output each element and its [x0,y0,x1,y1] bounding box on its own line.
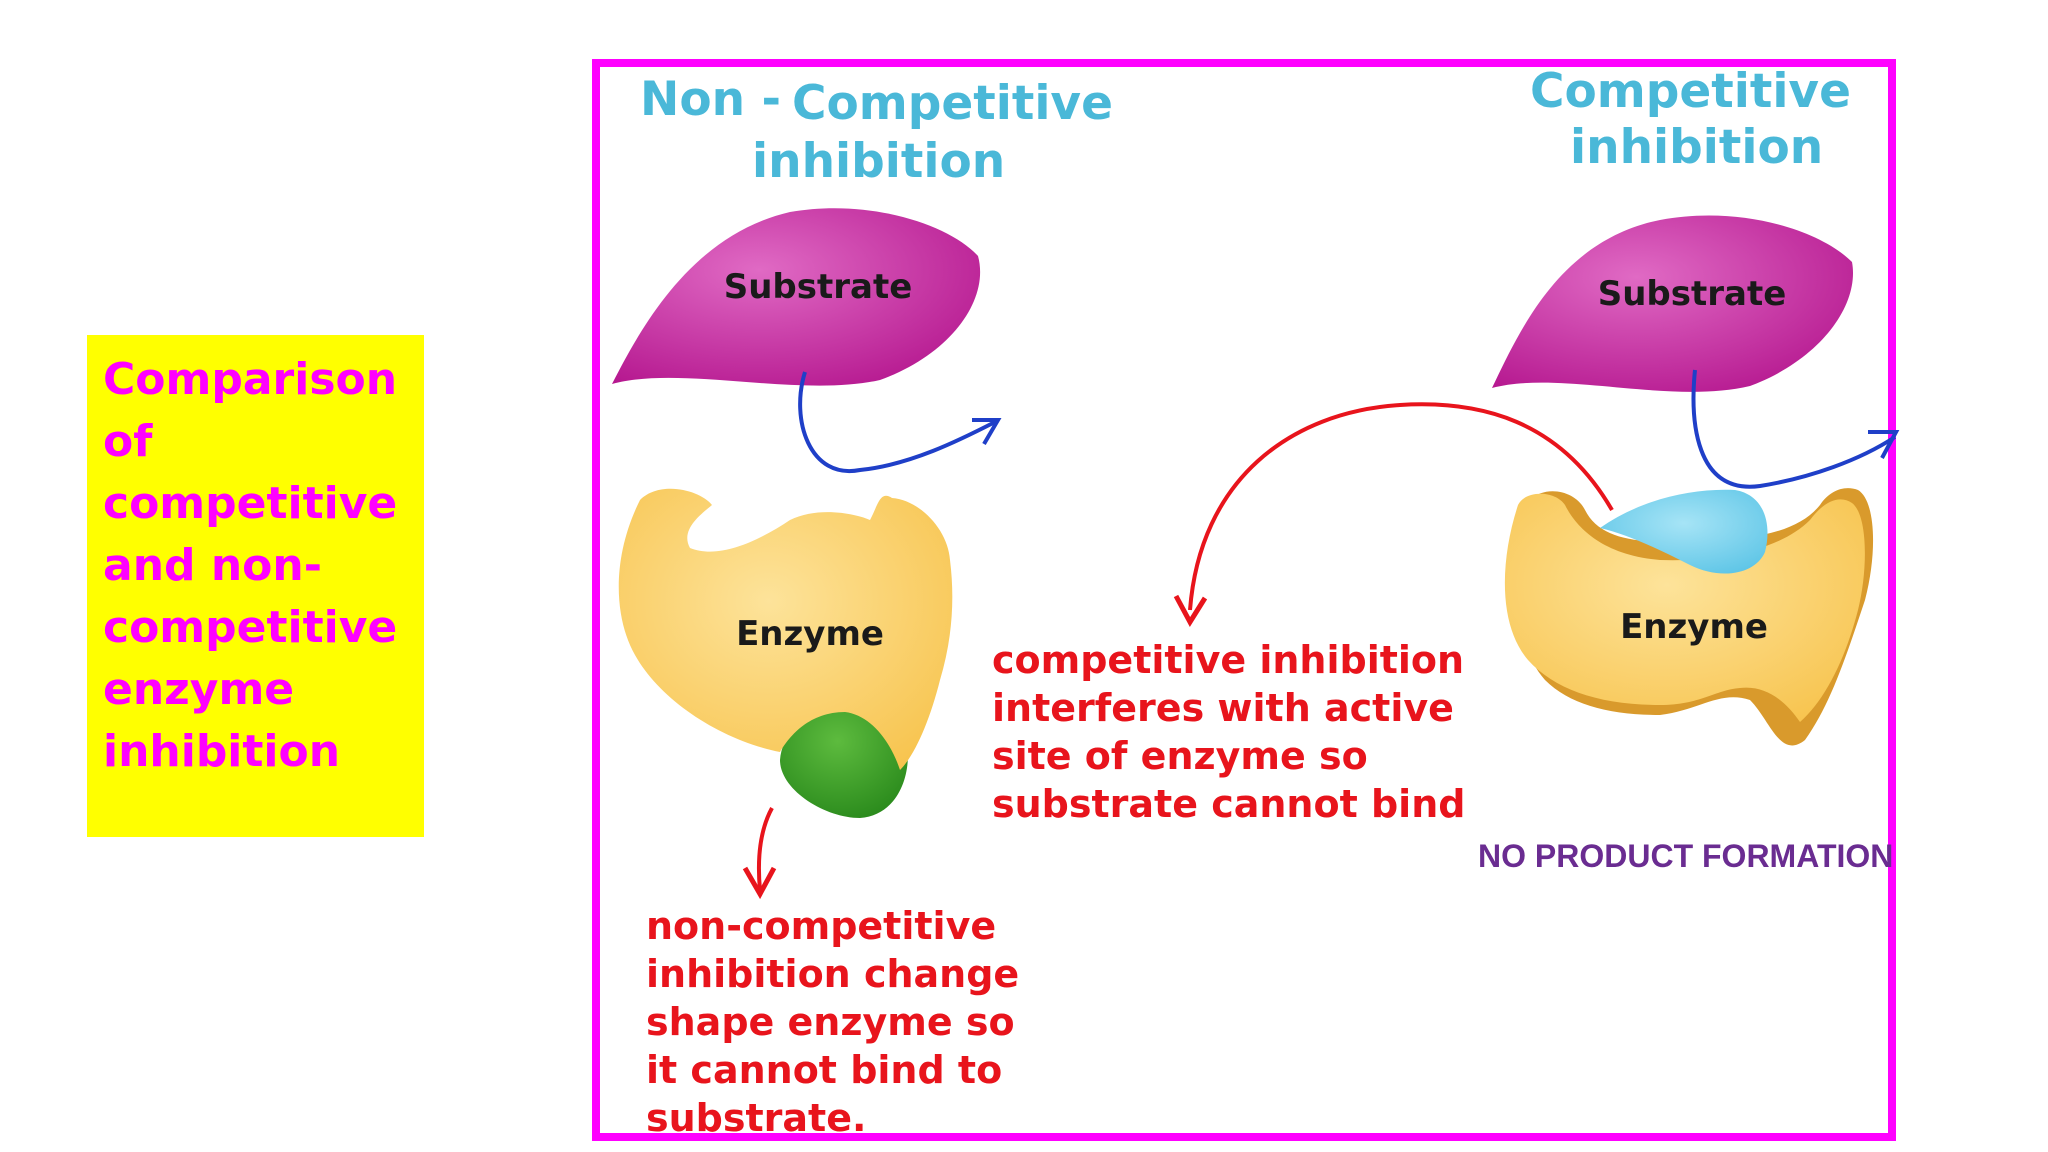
blue-arrowhead-noncompetitive [972,418,1002,446]
blue-arrow-noncompetitive [798,371,996,474]
note-line: substrate cannot bind [992,782,1466,826]
substrate-shape-noncompetitive [612,208,981,386]
substrate-label-competitive: Substrate [1597,274,1787,314]
heading-noncompetitive-part2: Competitive [792,76,1113,131]
no-product-label: NO PRODUCT FORMATION [1478,838,1894,874]
red-arc-arrowhead [1173,594,1208,627]
title-line: of [103,416,153,467]
heading-competitive-line1: Competitive [1530,64,1851,119]
note-line: competitive inhibition [992,638,1465,682]
title-line: Comparison [103,354,398,405]
enzyme-label-noncompetitive: Enzyme [736,614,884,654]
note-line: interferes with active [992,686,1454,730]
note-noncompetitive: non-competitive inhibition change shape … [646,902,1019,1142]
substrate-label-noncompetitive: Substrate [723,267,913,307]
note-line: shape enzyme so [646,1000,1015,1044]
title-line: enzyme [103,664,295,715]
enzyme-shape-competitive [1504,493,1865,722]
blue-arrow-competitive [1691,369,1897,489]
note-competitive: competitive inhibition interferes with a… [992,636,1465,828]
heading-noncompetitive-part1: Non - [640,72,781,127]
heading-noncompetitive-part3: inhibition [752,134,1006,189]
enzyme-shape-noncompetitive [618,488,953,770]
note-line: it cannot bind to [646,1048,1003,1092]
enzyme-label-competitive: Enzyme [1620,607,1768,647]
note-line: site of enzyme so [992,734,1368,778]
substrate-shape-competitive [1492,215,1854,392]
red-arc-arrow [1188,402,1614,611]
red-small-arrowhead [742,866,777,900]
diagram-frame [592,59,1896,1141]
red-small-arrow [756,807,774,891]
noncompetitive-inhibitor-shape [780,699,908,818]
competitive-inhibitor-shape [1600,489,1768,574]
title-box: Comparison of competitive and non- compe… [87,335,424,837]
note-line: inhibition change [646,952,1020,996]
heading-competitive-line2: inhibition [1570,120,1824,175]
title-line: competitive [103,602,398,653]
note-line: substrate. [646,1096,867,1140]
title-line: and non- [103,540,322,591]
blue-arrowhead-competitive [1868,430,1900,459]
title-line: inhibition [103,726,341,777]
note-line: non-competitive [646,904,997,948]
title-line: competitive [103,478,398,529]
